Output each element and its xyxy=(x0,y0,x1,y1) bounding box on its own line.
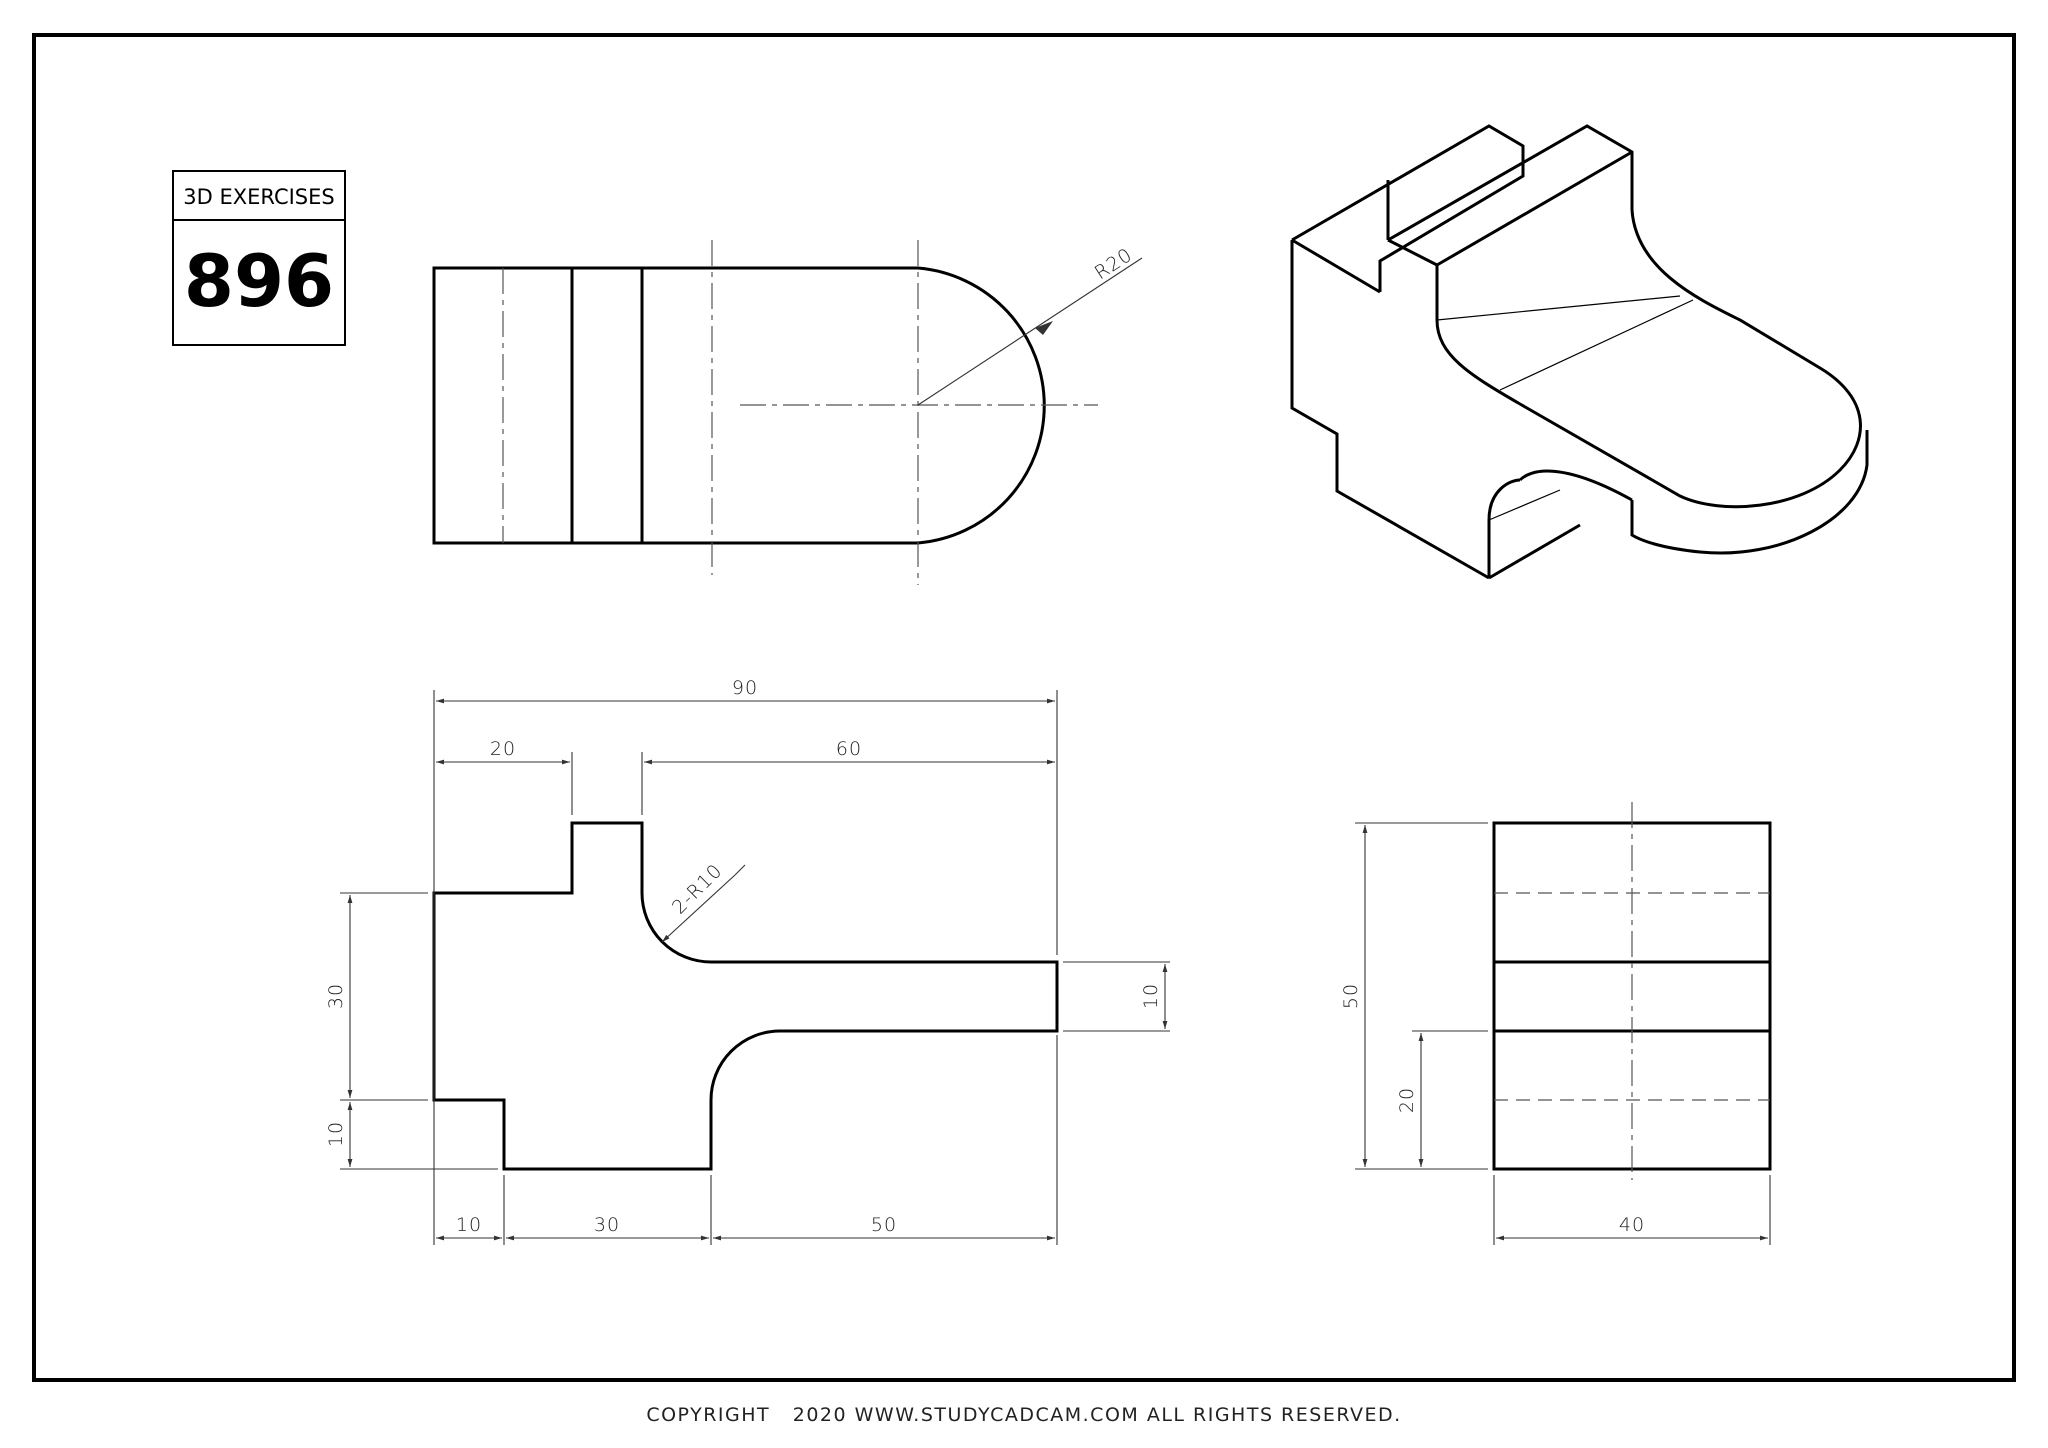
title-block: 3D EXERCISES 896 xyxy=(172,170,346,346)
copyright-text: COPYRIGHT 2020 WWW.STUDYCADCAM.COM ALL R… xyxy=(646,1404,1401,1426)
side-view: 50 20 40 xyxy=(1340,802,1772,1245)
top-view: R20 xyxy=(432,240,1143,585)
dim-50-bottom: 50 xyxy=(871,1214,897,1236)
dim-10-left: 10 xyxy=(325,1121,347,1147)
title-block-label: 3D EXERCISES xyxy=(183,185,334,209)
dim-30-left: 30 xyxy=(325,983,347,1009)
front-view: 90 20 60 2-R10 30 10 10 10 30 50 xyxy=(325,677,1170,1245)
drawing-border xyxy=(32,33,2016,1382)
exercise-number: 896 xyxy=(184,239,334,323)
dim-50-side: 50 xyxy=(1340,983,1362,1009)
dim-r20: R20 xyxy=(1091,244,1137,284)
dim-40-side: 40 xyxy=(1619,1214,1645,1236)
dim-10-bottom: 10 xyxy=(456,1214,482,1236)
dim-90: 90 xyxy=(732,677,758,699)
isometric-view xyxy=(1290,124,1869,580)
dim-30-bottom: 30 xyxy=(594,1214,620,1236)
dim-20-side: 20 xyxy=(1396,1087,1418,1113)
dim-60: 60 xyxy=(836,738,862,760)
dim-10-arm: 10 xyxy=(1140,983,1162,1009)
dim-20-top: 20 xyxy=(490,738,516,760)
